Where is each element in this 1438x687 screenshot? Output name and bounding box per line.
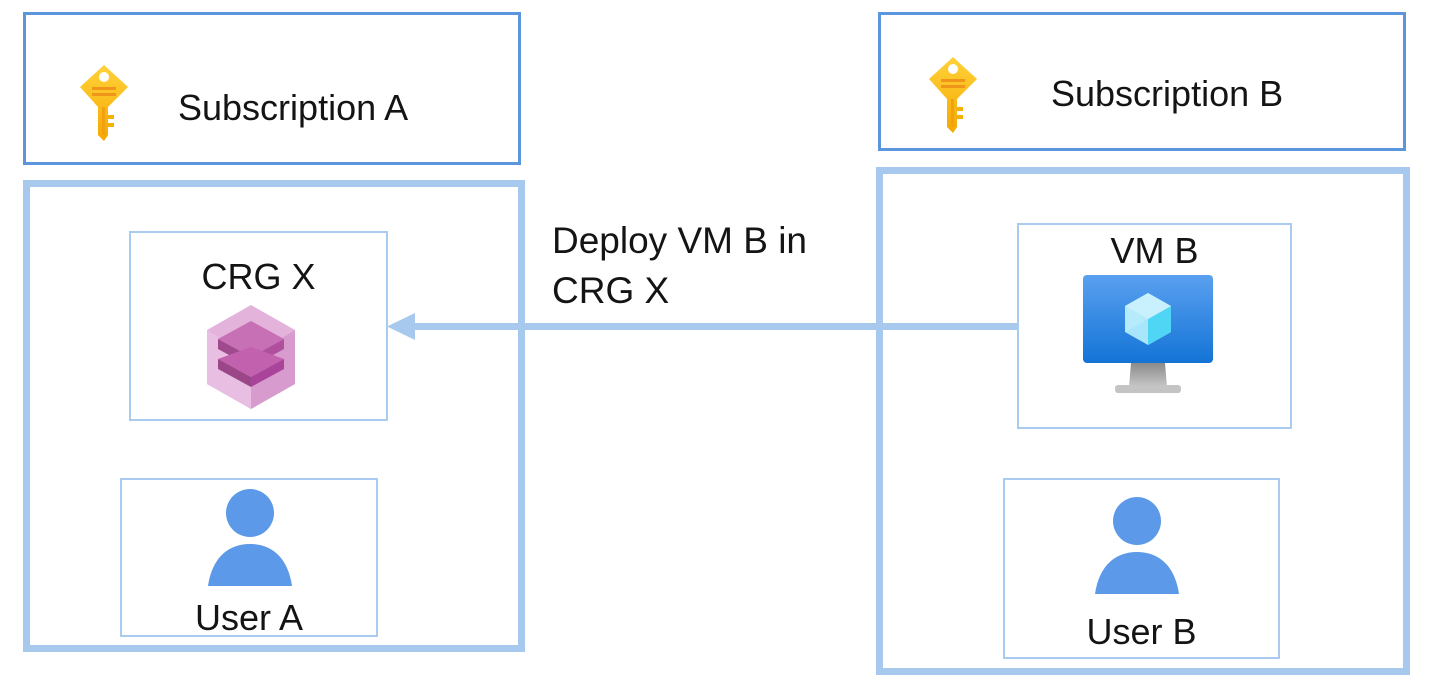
user-icon bbox=[1093, 496, 1181, 596]
virtual-machine-icon bbox=[1081, 273, 1215, 399]
arrow-label-line1: Deploy VM B in bbox=[552, 220, 807, 261]
user-a-box[interactable]: User A bbox=[120, 478, 378, 637]
deploy-arrow bbox=[387, 313, 1018, 340]
user-b-label: User B bbox=[1086, 611, 1197, 652]
arrow-label-line2: CRG X bbox=[552, 270, 670, 311]
vm-box[interactable]: VM B bbox=[1017, 223, 1292, 429]
user-a-label: User A bbox=[194, 597, 304, 638]
key-icon bbox=[925, 55, 981, 135]
arrow-line bbox=[413, 323, 1018, 330]
user-icon bbox=[206, 488, 294, 588]
key-icon bbox=[76, 63, 132, 143]
crg-box[interactable]: CRG X bbox=[129, 231, 388, 421]
subscription-a-title: Subscription A bbox=[178, 87, 409, 128]
subscription-a-header: Subscription A bbox=[23, 12, 521, 165]
subscription-b-header: Subscription B bbox=[878, 12, 1406, 151]
crg-label: CRG X bbox=[201, 256, 316, 297]
subscription-b-title: Subscription B bbox=[1051, 73, 1284, 114]
capacity-reservation-group-icon bbox=[205, 303, 297, 411]
user-b-box[interactable]: User B bbox=[1003, 478, 1280, 659]
vm-label: VM B bbox=[1110, 230, 1199, 271]
arrow-head-icon bbox=[387, 313, 415, 340]
